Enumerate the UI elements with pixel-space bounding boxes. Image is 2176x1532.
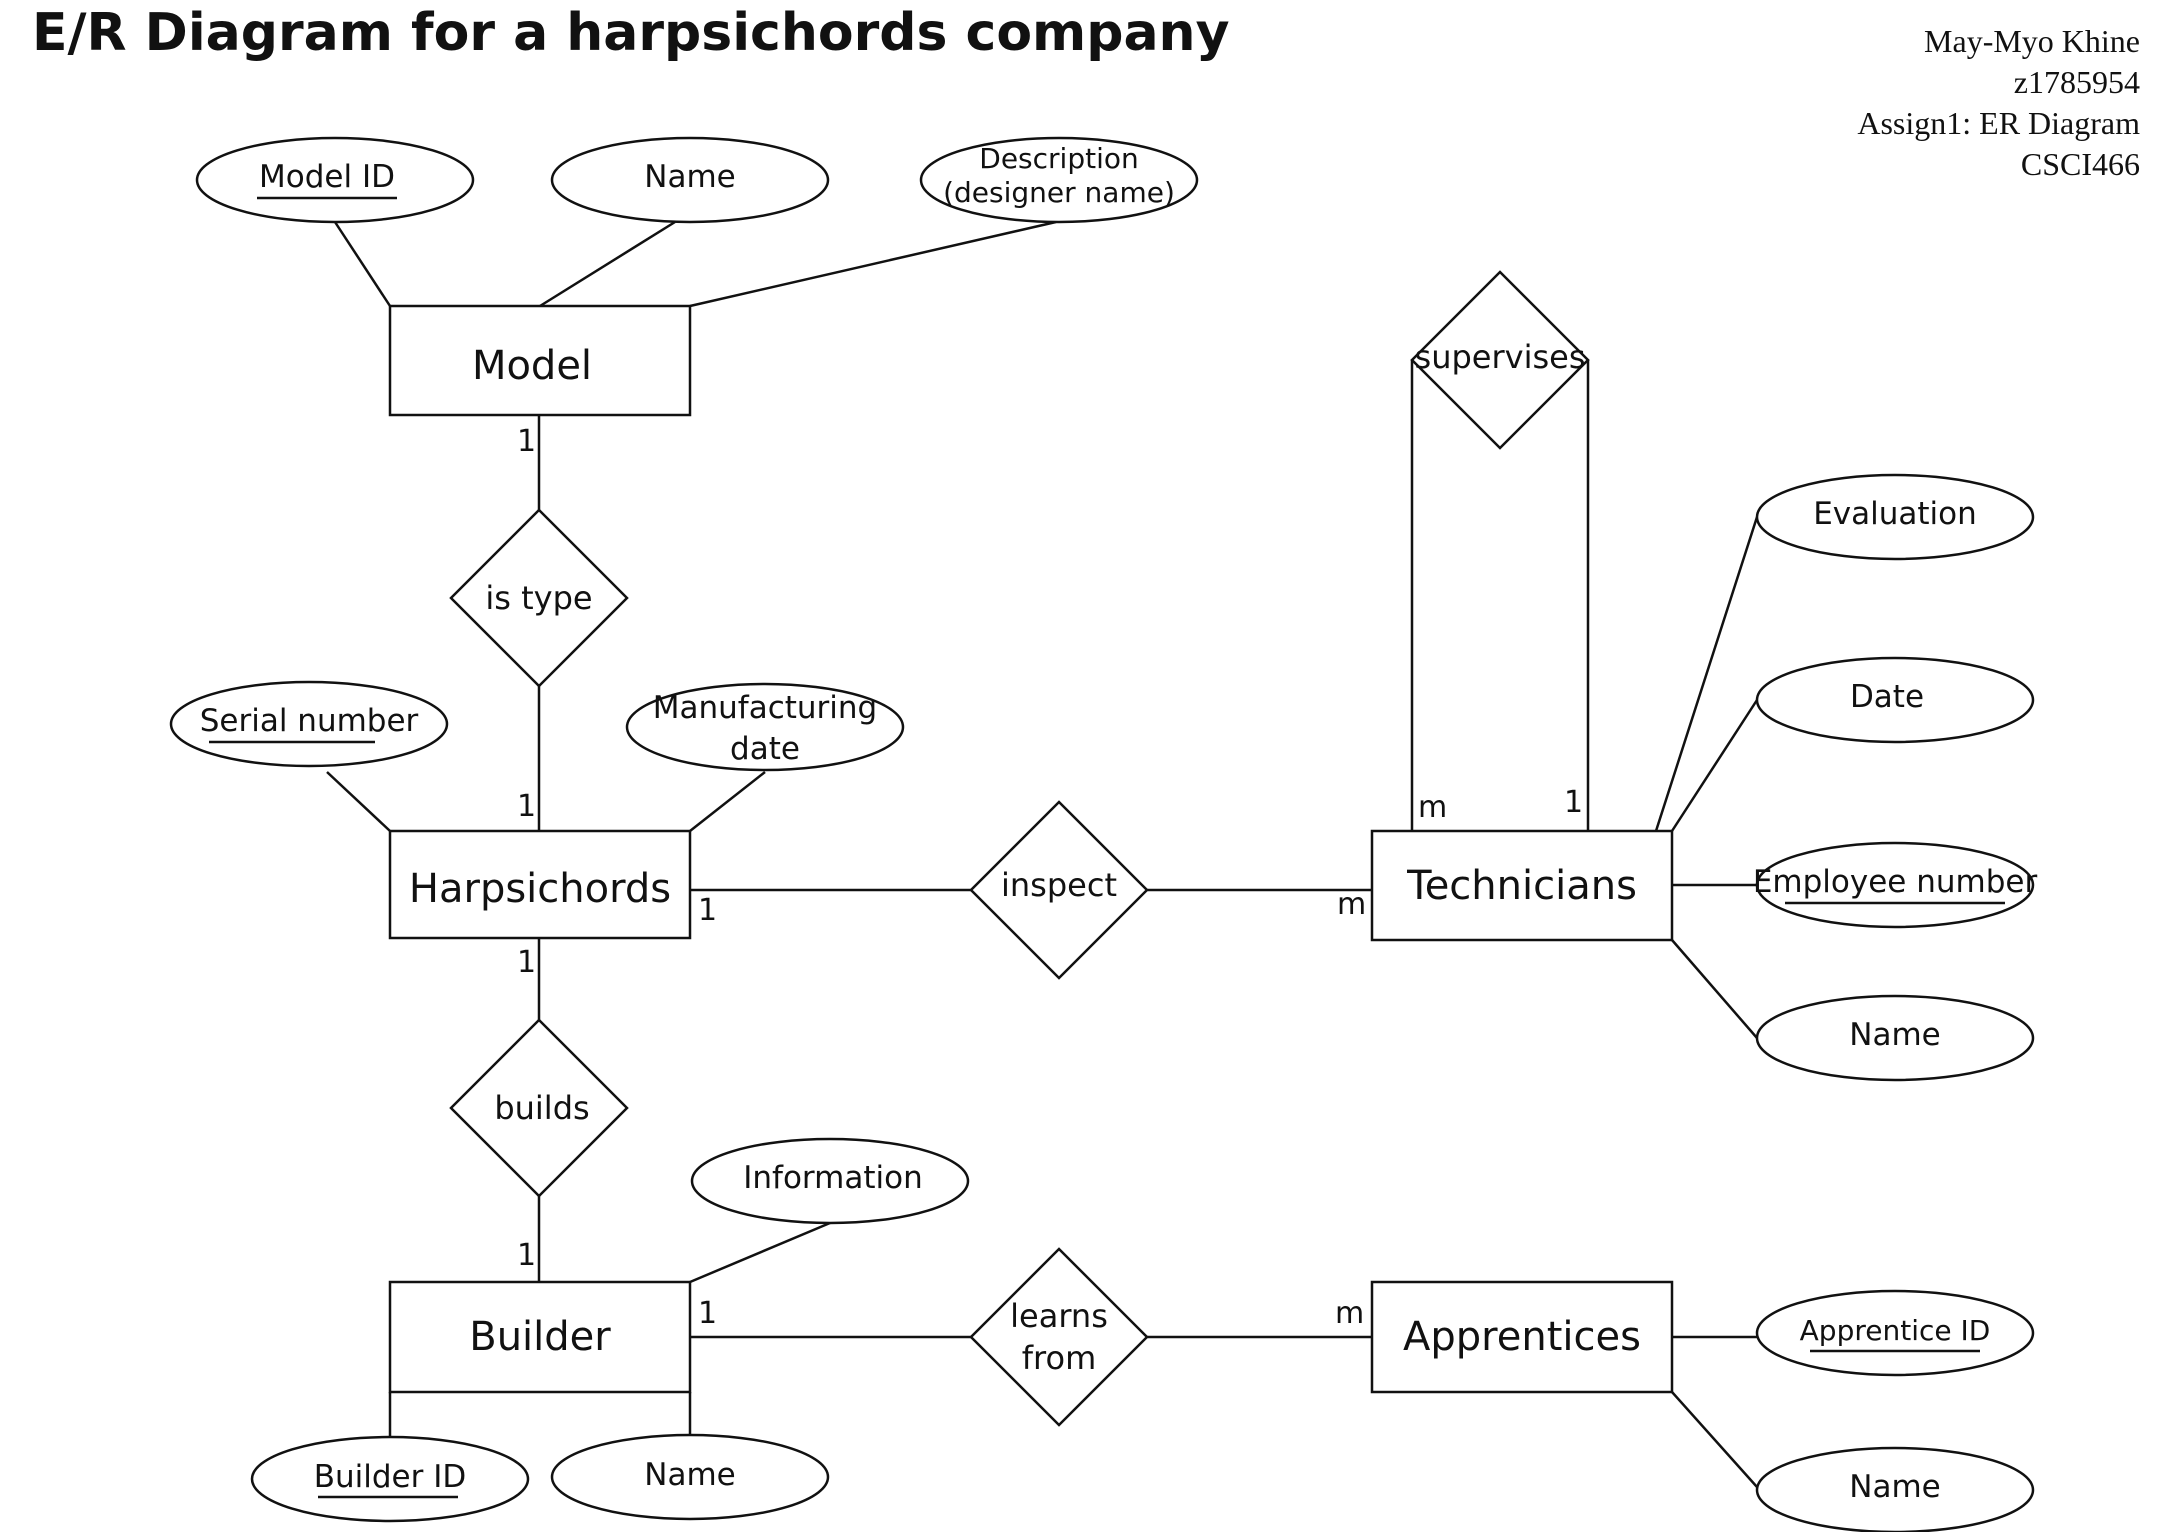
cardinality-labels: 1 1 1 1 1 m m 1 1 m bbox=[517, 424, 1583, 1331]
cardinality-supervises-m: m bbox=[1418, 790, 1447, 825]
attribute-apprentice-id-label: Apprentice ID bbox=[1800, 1314, 1991, 1347]
relationship-learns-from-label-line1: learns bbox=[1010, 1297, 1108, 1335]
attribute-employee-number[interactable]: Employee number bbox=[1753, 841, 2038, 929]
cardinality-harpsichords-inspect: 1 bbox=[698, 893, 717, 928]
attribute-model-id-label: Model ID bbox=[259, 159, 395, 195]
entity-technicians-label: Technicians bbox=[1406, 863, 1637, 909]
cardinality-builder-learns: 1 bbox=[698, 1296, 717, 1331]
entity-builder-label: Builder bbox=[469, 1314, 611, 1360]
diagram-title: E/R Diagram for a harpsichords company bbox=[32, 3, 1229, 63]
attribute-serial-number-label: Serial number bbox=[200, 703, 419, 739]
entity-harpsichords-label: Harpsichords bbox=[409, 866, 671, 912]
relationship-inspect-label: inspect bbox=[1001, 866, 1117, 904]
entity-apprentices[interactable]: Apprentices bbox=[1370, 1280, 1674, 1394]
attribute-model-id[interactable]: Model ID bbox=[195, 136, 475, 224]
attribute-information-label: Information bbox=[743, 1160, 922, 1196]
attribute-date[interactable]: Date bbox=[1755, 656, 2035, 744]
relationship-builds[interactable]: builds bbox=[449, 1018, 629, 1198]
attribute-manufacturing-date-label-line1: Manufacturing bbox=[653, 690, 877, 726]
attribute-evaluation[interactable]: Evaluation bbox=[1755, 473, 2035, 561]
attribute-model-name[interactable]: Name bbox=[550, 136, 830, 224]
cardinality-builder-builds: 1 bbox=[517, 1238, 536, 1273]
attribute-date-label: Date bbox=[1850, 679, 1924, 715]
relationship-is-type-label: is type bbox=[485, 579, 592, 617]
cardinality-model-is-type: 1 bbox=[517, 424, 536, 459]
attribute-employee-number-label: Employee number bbox=[1753, 864, 2038, 900]
entity-harpsichords[interactable]: Harpsichords bbox=[388, 829, 692, 940]
relationship-builds-label: builds bbox=[494, 1089, 589, 1127]
attribute-apprentice-name[interactable]: Name bbox=[1755, 1446, 2035, 1532]
attribute-manufacturing-date[interactable]: Manufacturing date bbox=[625, 682, 905, 772]
student-id: z1785954 bbox=[2014, 64, 2140, 100]
cardinality-harpsichords-is-type: 1 bbox=[517, 789, 536, 824]
entity-technicians[interactable]: Technicians bbox=[1370, 829, 1674, 942]
author-name: May-Myo Khine bbox=[1924, 23, 2140, 59]
attribute-manufacturing-date-label-line2: date bbox=[730, 731, 800, 767]
relationship-supervises-label: supervises bbox=[1415, 338, 1586, 376]
relationship-learns-from[interactable]: learns from bbox=[969, 1247, 1149, 1427]
cardinality-supervises-1: 1 bbox=[1564, 785, 1583, 820]
entity-model-label: Model bbox=[472, 343, 592, 389]
attribute-model-description-label-line1: Description bbox=[979, 142, 1138, 175]
assignment-name: Assign1: ER Diagram bbox=[1857, 105, 2140, 141]
attribute-builder-name-label: Name bbox=[644, 1457, 735, 1493]
cardinality-apprentices-learns: m bbox=[1335, 1296, 1364, 1331]
attribute-builder-id-label: Builder ID bbox=[314, 1459, 467, 1495]
attribute-builder-id[interactable]: Builder ID bbox=[250, 1435, 530, 1523]
cardinality-technicians-inspect: m bbox=[1337, 887, 1366, 922]
course-code: CSCI466 bbox=[2021, 146, 2140, 182]
relationship-learns-from-label-line2: from bbox=[1022, 1339, 1096, 1377]
relationship-inspect[interactable]: inspect bbox=[969, 800, 1149, 980]
attribute-technician-name-label: Name bbox=[1849, 1017, 1940, 1053]
attribute-builder-name[interactable]: Name bbox=[550, 1433, 830, 1521]
entity-model[interactable]: Model bbox=[388, 304, 692, 417]
attribute-serial-number[interactable]: Serial number bbox=[169, 680, 449, 768]
connector-lines bbox=[326, 220, 1759, 1488]
attribute-apprentice-name-label: Name bbox=[1849, 1469, 1940, 1505]
relationship-supervises[interactable]: supervises bbox=[1410, 270, 1590, 450]
attribute-information[interactable]: Information bbox=[690, 1137, 970, 1225]
attribute-model-description-label-line2: (designer name) bbox=[943, 176, 1175, 209]
entity-apprentices-label: Apprentices bbox=[1403, 1314, 1641, 1360]
attribute-model-name-label: Name bbox=[644, 159, 735, 195]
attribute-evaluation-label: Evaluation bbox=[1813, 496, 1977, 532]
entity-builder[interactable]: Builder bbox=[388, 1280, 692, 1394]
cardinality-harpsichords-builds: 1 bbox=[517, 945, 536, 980]
attribute-apprentice-id[interactable]: Apprentice ID bbox=[1755, 1289, 2035, 1377]
attribute-model-description[interactable]: Description (designer name) bbox=[919, 136, 1199, 224]
attribute-technician-name[interactable]: Name bbox=[1755, 994, 2035, 1082]
relationship-is-type[interactable]: is type bbox=[449, 508, 629, 688]
